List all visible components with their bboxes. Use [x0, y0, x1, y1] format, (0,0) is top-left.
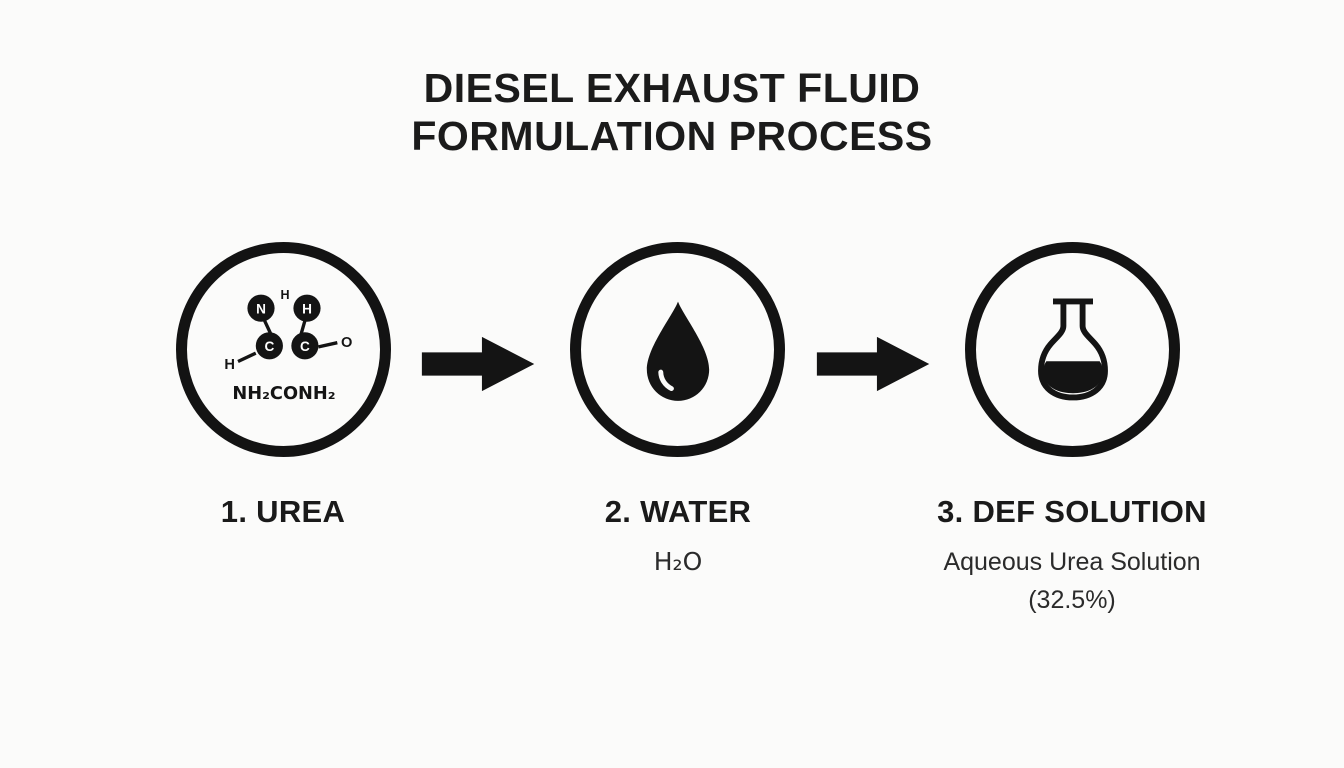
atom-c1-label: C [264, 339, 274, 354]
arrow-right-icon [421, 336, 535, 392]
water-drop-icon [646, 301, 709, 401]
def-solution-sublabel-line-2: (32.5%) [1028, 586, 1116, 614]
atom-h-left-label: H [224, 356, 235, 372]
step-urea-label: 1. UREA [220, 494, 346, 529]
arrow-right-icon [816, 336, 930, 392]
step-water-label: 2. WATER [604, 494, 752, 529]
atom-h-filled-label: H [302, 301, 312, 316]
def-solution-sublabel: Aqueous Urea Solution (32.5%) [862, 543, 1282, 619]
step-urea-circle: H N H C C H O NH₂CONH₂ [176, 242, 391, 457]
page-title: DIESEL EXHAUST FLUID FORMULATION PROCESS [0, 64, 1344, 161]
title-line-1: DIESEL EXHAUST FLUID [423, 65, 921, 111]
atom-h-top-label: H [280, 287, 289, 301]
title-line-2: FORMULATION PROCESS [411, 113, 933, 160]
water-formula-label: H₂O [653, 547, 703, 576]
step-def-label: 3. DEF SOLUTION [937, 494, 1207, 529]
step-water-circle [570, 242, 785, 457]
urea-formula-text: NH₂CONH₂ [232, 384, 335, 404]
def-solution-sublabel-line-1: Aqueous Urea Solution [943, 548, 1201, 576]
flask-icon [1037, 298, 1108, 400]
molecule-atoms: H N H C C H O [224, 287, 352, 372]
atom-o-label: O [341, 334, 352, 350]
atom-n-label: N [256, 301, 266, 316]
atom-c2-label: C [300, 339, 310, 354]
step-def-circle [965, 242, 1180, 457]
molecule-bonds [236, 318, 338, 363]
urea-molecule-icon: H N H C C H O NH₂CONH₂ [224, 287, 352, 404]
